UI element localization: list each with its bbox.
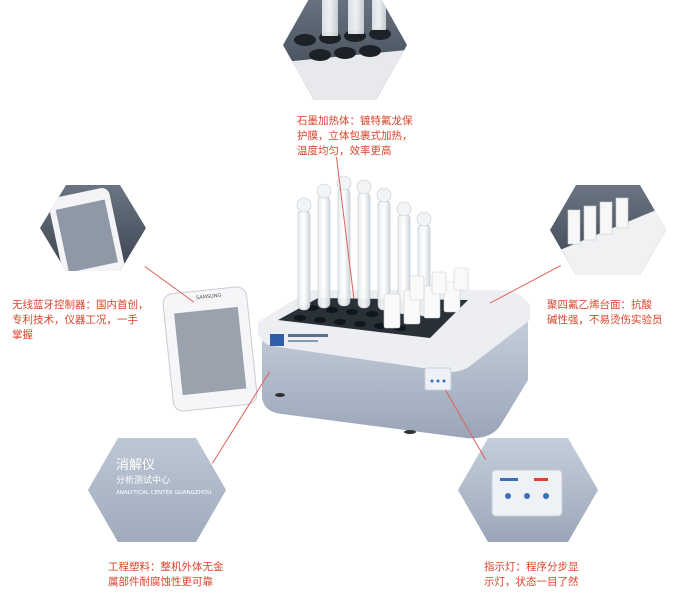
- bluetooth-tablet: [162, 286, 258, 412]
- callout-plastic-line-1: 工程塑料：整机外体无金: [108, 561, 224, 573]
- hex-plastic-closeup: [88, 438, 226, 542]
- panel-text-sub: 分析测试中心: [116, 476, 171, 486]
- callout-bluetooth-line-2: 专利技术，仪器工况，一手: [12, 314, 138, 326]
- hex-ptfe-closeup: [550, 185, 666, 275]
- callout-plastic-line-2: 属部件耐腐蚀性更可靠: [108, 576, 213, 588]
- callout-indicator-line-1: 指示灯：程序分步显: [484, 561, 579, 573]
- callout-ptfe-line-1: 聚四氟乙烯台面：抗酸: [547, 299, 652, 311]
- callout-heater: 石墨加热体：镀特氟龙保 护膜，立体包裹式加热， 温度均匀，效率更高: [297, 114, 413, 159]
- digestion-instrument: [258, 175, 530, 439]
- callout-heater-line-3: 温度均匀，效率更高: [297, 145, 392, 157]
- callout-heater-line-1: 石墨加热体：镀特氟龙保: [297, 115, 413, 127]
- callout-ptfe-line-2: 碱性强，不易烫伤实验员: [547, 314, 663, 326]
- callout-bluetooth-line-3: 掌握: [12, 329, 33, 341]
- callout-indicator: 指示灯：程序分步显 示灯，状态一目了然: [484, 560, 579, 590]
- callout-indicator-line-2: 示灯，状态一目了然: [484, 576, 579, 588]
- callout-ptfe: 聚四氟乙烯台面：抗酸 碱性强，不易烫伤实验员: [547, 298, 663, 328]
- panel-text-en: ANALYTICAL CENTER GUANGZHOU: [116, 490, 212, 496]
- panel-text-cn: 消解仪: [116, 458, 156, 473]
- plastic-panel-text: 消解仪 分析测试中心 ANALYTICAL CENTER GUANGZHOU: [116, 458, 226, 498]
- hex-heater-closeup: [283, 0, 407, 100]
- callout-bluetooth-line-1: 无线蓝牙控制器：国内首创，: [12, 299, 149, 311]
- callout-heater-line-2: 护膜，立体包裹式加热，: [297, 130, 413, 142]
- hex-tablet-closeup: [40, 185, 146, 271]
- callout-bluetooth: 无线蓝牙控制器：国内首创， 专利技术，仪器工况，一手 掌握: [12, 298, 149, 343]
- callout-plastic: 工程塑料：整机外体无金 属部件耐腐蚀性更可靠: [108, 560, 224, 590]
- hex-indicator-closeup: [458, 438, 598, 542]
